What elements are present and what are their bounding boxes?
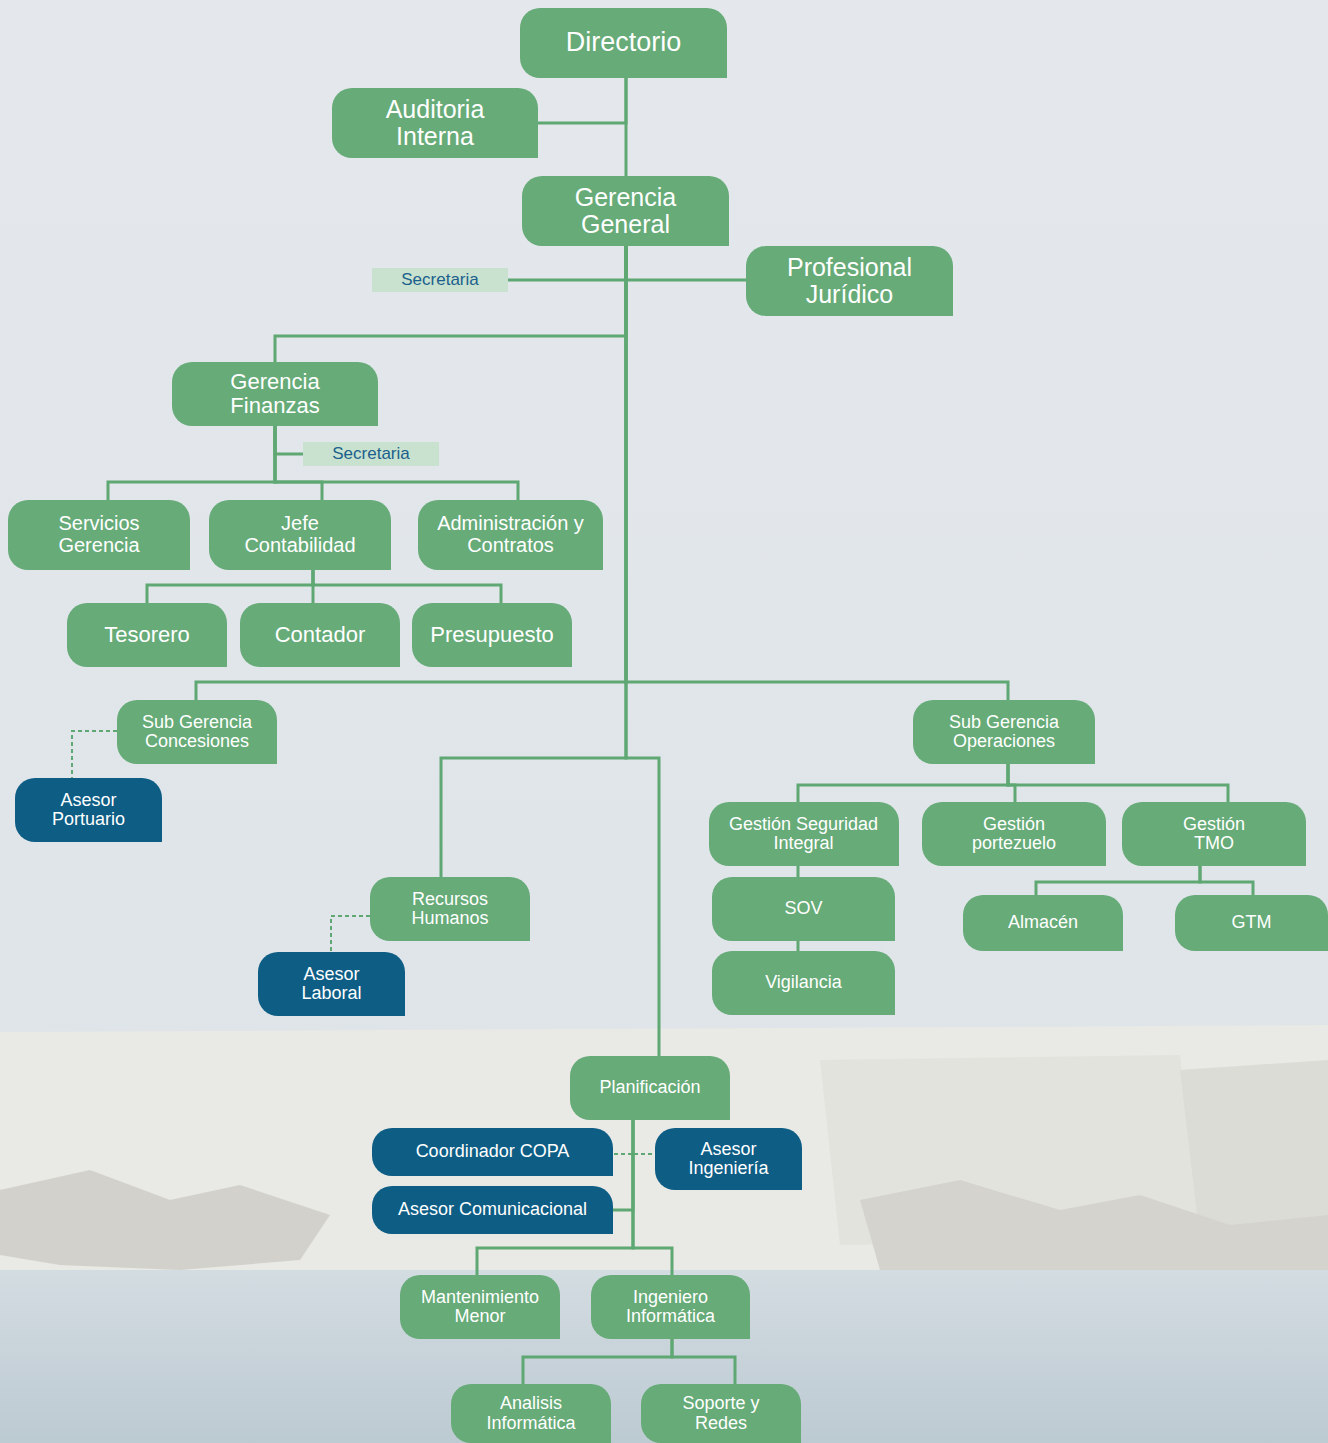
- unit-box: Sub Gerencia Concesiones: [117, 700, 277, 764]
- unit-label: Directorio: [566, 28, 682, 57]
- unit-label: Servicios Gerencia: [44, 513, 154, 556]
- reporting-line: [147, 570, 313, 603]
- secretary-band: Secretaria: [372, 268, 508, 292]
- unit-box: Gestión portezuelo: [922, 802, 1106, 866]
- unit-label: Gestión portezuelo: [959, 815, 1069, 854]
- unit-box: Recursos Humanos: [370, 877, 530, 941]
- unit-label: Analisis Informática: [476, 1394, 586, 1433]
- unit-label: Recursos Humanos: [395, 890, 505, 929]
- reporting-line: [797, 941, 800, 951]
- unit-box: Servicios Gerencia: [8, 500, 190, 570]
- advisory-link: [613, 1120, 633, 1154]
- unit-box: Planificación: [570, 1056, 730, 1120]
- secretary-band: Secretaria: [303, 442, 439, 466]
- reporting-line: [523, 1339, 672, 1384]
- unit-box: Gerencia General: [522, 176, 729, 246]
- sea: [0, 1270, 1328, 1443]
- unit-box: Jefe Contabilidad: [209, 500, 391, 570]
- unit-box: SOV: [712, 877, 895, 941]
- unit-box: Sub Gerencia Operaciones: [913, 700, 1095, 764]
- unit-label: Auditoria Interna: [375, 96, 495, 150]
- unit-box: Presupuesto: [412, 603, 572, 667]
- unit-label: Planificación: [599, 1078, 700, 1097]
- reporting-line: [508, 246, 626, 280]
- unit-box: Vigilancia: [712, 951, 895, 1015]
- reporting-line: [275, 246, 626, 362]
- unit-label: Asesor Laboral: [282, 965, 382, 1004]
- unit-label: Administración y Contratos: [431, 513, 591, 556]
- unit-label: Secretaria: [332, 445, 409, 463]
- wall-block: [1180, 1060, 1328, 1240]
- rock: [0, 1170, 330, 1270]
- reporting-line: [797, 866, 800, 877]
- reporting-line: [538, 78, 626, 123]
- unit-label: Asesor Ingeniería: [679, 1140, 779, 1179]
- reporting-line: [613, 1120, 633, 1210]
- reporting-line: [1008, 764, 1228, 802]
- reporting-line: [108, 426, 275, 500]
- unit-label: Vigilancia: [765, 973, 842, 992]
- unit-label: Secretaria: [401, 271, 478, 289]
- unit-label: Tesorero: [104, 623, 190, 647]
- reporting-line: [275, 426, 303, 454]
- breakwater-wall: [0, 1025, 1328, 1300]
- unit-label: Sub Gerencia Operaciones: [934, 713, 1074, 752]
- unit-label: Presupuesto: [430, 623, 554, 647]
- unit-label: Asesor Portuario: [29, 791, 149, 830]
- unit-box: Contador: [240, 603, 400, 667]
- advisor-box: Asesor Laboral: [258, 952, 405, 1016]
- unit-label: Sub Gerencia Concesiones: [127, 713, 267, 752]
- unit-label: Contador: [275, 623, 366, 647]
- unit-label: Profesional Jurídico: [780, 254, 920, 308]
- unit-box: Directorio: [520, 8, 727, 78]
- unit-box: Almacén: [963, 895, 1123, 951]
- unit-label: Asesor Comunicacional: [398, 1200, 587, 1219]
- unit-label: GTM: [1232, 913, 1272, 932]
- advisory-link: [633, 1120, 655, 1154]
- advisory-link: [331, 916, 370, 952]
- unit-label: Gerencia Finanzas: [220, 370, 330, 418]
- unit-box: Mantenimiento Menor: [400, 1275, 560, 1339]
- reporting-line: [626, 246, 746, 280]
- unit-box: Administración y Contratos: [418, 500, 603, 570]
- unit-box: Analisis Informática: [451, 1384, 611, 1443]
- advisor-box: Asesor Comunicacional: [372, 1186, 613, 1234]
- reporting-line: [275, 426, 518, 500]
- advisory-link: [72, 731, 117, 778]
- unit-box: Gestión TMO: [1122, 802, 1306, 866]
- unit-label: Soporte y Redes: [666, 1394, 776, 1433]
- unit-box: Ingeniero Informática: [591, 1275, 750, 1339]
- unit-box: Tesorero: [67, 603, 227, 667]
- rock: [860, 1180, 1328, 1285]
- unit-label: Gestión Seguridad Integral: [719, 815, 889, 854]
- reporting-line: [798, 764, 1008, 802]
- unit-label: Ingeniero Informática: [616, 1288, 726, 1327]
- reporting-line: [672, 1339, 735, 1384]
- unit-label: Mantenimiento Menor: [410, 1288, 550, 1327]
- unit-box: GTM: [1175, 895, 1328, 951]
- advisor-box: Asesor Ingeniería: [655, 1128, 802, 1190]
- unit-box: Gerencia Finanzas: [172, 362, 378, 426]
- reporting-line: [626, 246, 659, 1056]
- unit-label: Almacén: [1008, 913, 1078, 932]
- unit-box: Profesional Jurídico: [746, 246, 953, 316]
- reporting-line: [1200, 866, 1253, 895]
- unit-box: Auditoria Interna: [332, 88, 538, 158]
- reporting-line: [196, 246, 626, 700]
- unit-label: Coordinador COPA: [416, 1142, 570, 1161]
- unit-box: Gestión Seguridad Integral: [709, 802, 899, 866]
- reporting-line: [626, 246, 1008, 700]
- advisor-box: Coordinador COPA: [372, 1128, 613, 1176]
- unit-label: Gestión TMO: [1174, 815, 1254, 854]
- unit-box: Soporte y Redes: [641, 1384, 801, 1443]
- unit-label: Jefe Contabilidad: [235, 513, 365, 556]
- unit-label: SOV: [784, 899, 822, 918]
- reporting-line: [625, 78, 628, 176]
- unit-label: Gerencia General: [566, 184, 686, 238]
- advisor-box: Asesor Portuario: [15, 778, 162, 842]
- reporting-line: [1036, 866, 1200, 895]
- reporting-line: [313, 570, 501, 603]
